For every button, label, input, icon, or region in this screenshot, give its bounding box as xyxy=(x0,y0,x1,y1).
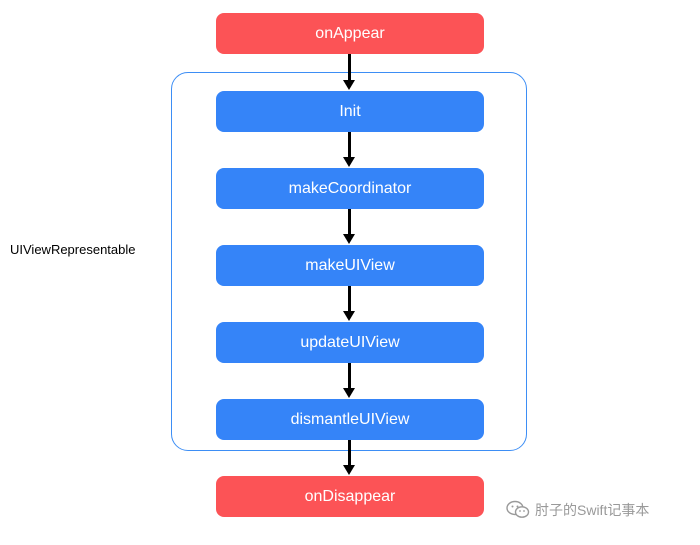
node-on-disappear: onDisappear xyxy=(216,476,484,517)
node-on-appear: onAppear xyxy=(216,13,484,54)
wechat-icon xyxy=(506,500,530,520)
node-make-ui-view: makeUIView xyxy=(216,245,484,286)
group-label: UIViewRepresentable xyxy=(10,242,136,257)
watermark: 肘子的Swift记事本 xyxy=(506,500,649,520)
node-make-coordinator: makeCoordinator xyxy=(216,168,484,209)
node-dismantle-ui-view: dismantleUIView xyxy=(216,399,484,440)
node-init: Init xyxy=(216,91,484,132)
watermark-text: 肘子的Swift记事本 xyxy=(535,502,650,518)
node-update-ui-view: updateUIView xyxy=(216,322,484,363)
